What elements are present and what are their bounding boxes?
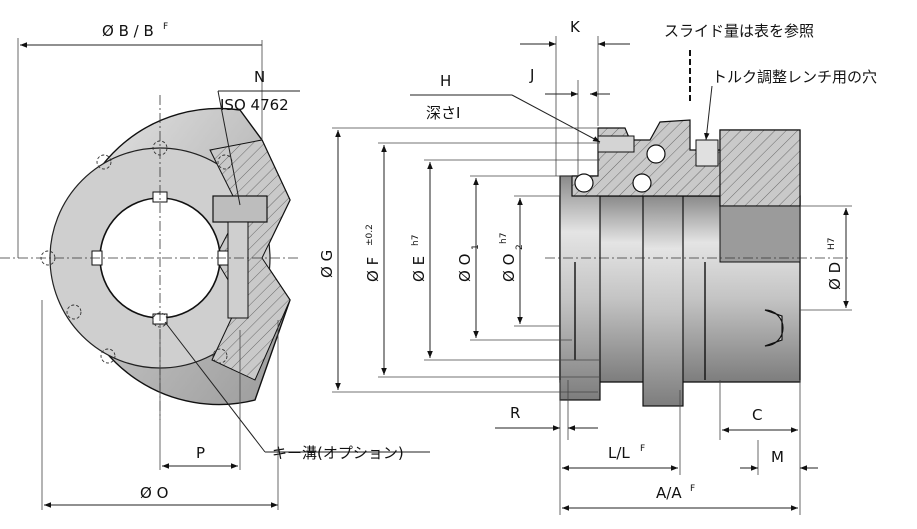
label-key-note: キー溝(オプション) <box>272 444 404 462</box>
label-n: N <box>254 68 265 86</box>
label-r: R <box>510 404 520 422</box>
shaft-bore <box>719 205 801 263</box>
label-depth: 深さI <box>426 104 460 122</box>
dim-c: C <box>719 380 801 440</box>
label-dia-o2: Ø O <box>500 254 518 282</box>
label-c: C <box>752 406 762 424</box>
dim-g: Ø G <box>318 127 598 393</box>
label-dia-d-tol: H7 <box>827 238 837 251</box>
dim-o2: Ø O 2 h7 <box>499 195 560 327</box>
label-m: M <box>771 448 784 466</box>
label-p: P <box>196 444 205 462</box>
label-dia-g: Ø G <box>318 250 336 278</box>
hub-keyhole <box>764 309 784 347</box>
label-dia-f-tol: ±0.2 <box>365 224 375 246</box>
dim-o1: Ø O 1 <box>456 175 572 341</box>
ball-1 <box>574 173 594 193</box>
hub-block <box>719 129 801 207</box>
label-slide-note: スライド量は表を参照 <box>664 22 814 40</box>
cap-screw-shank <box>227 221 249 319</box>
label-dia-o1: Ø O <box>456 254 474 282</box>
dim-d: Ø D H7 <box>800 205 852 311</box>
label-dia-d: Ø D <box>826 262 844 290</box>
label-dia-o2-sub: 2 <box>515 244 525 250</box>
torque-wrench-hole <box>695 139 719 167</box>
callout-h: H 深さI <box>410 72 601 143</box>
ball-2 <box>632 173 652 193</box>
dim-m: M <box>740 440 818 515</box>
label-dia-o: Ø O <box>140 484 168 502</box>
label-torque-note: トルク調整レンチ用の穴 <box>712 68 877 86</box>
label-l-sup: F <box>640 444 645 454</box>
label-a: A/A <box>656 484 682 502</box>
cap-screw-head <box>212 195 268 223</box>
label-dia-e: Ø E <box>410 256 428 282</box>
rim-ring-left <box>559 175 601 401</box>
label-k: K <box>570 18 581 36</box>
dim-p: P <box>159 330 241 470</box>
front-view <box>0 95 300 420</box>
dim-o: Ø O <box>41 300 279 510</box>
torque-note: トルク調整レンチ用の穴 <box>703 68 877 141</box>
dim-e: Ø E h7 <box>410 159 600 361</box>
key-note-callout: キー溝(オプション) <box>164 321 430 462</box>
label-h: H <box>440 72 451 90</box>
dim-f: Ø F ±0.2 <box>364 142 600 378</box>
dim-a: A/A F <box>562 484 798 511</box>
dim-l: L/L F <box>559 390 681 515</box>
label-dia-o1-sub: 1 <box>471 244 481 250</box>
dim-r: R <box>495 380 598 440</box>
label-iso: ISO 4762 <box>220 96 289 114</box>
label-dia-b: Ø B / B <box>102 22 154 40</box>
label-j: J <box>529 66 534 84</box>
rim-ring-groove <box>642 195 684 407</box>
ball-3 <box>646 144 666 164</box>
label-l: L/L <box>608 444 630 462</box>
label-dia-o2-tol: h7 <box>499 233 509 244</box>
label-dia-b-sup: F <box>163 22 168 32</box>
label-dia-e-tol: h7 <box>411 235 421 246</box>
label-a-sup: F <box>690 484 695 494</box>
adjust-screw <box>597 135 635 153</box>
label-dia-f: Ø F <box>364 257 382 282</box>
section-cut <box>209 139 291 381</box>
callout-n: N ISO 4762 <box>217 68 300 206</box>
side-view <box>545 119 850 407</box>
dim-b: Ø B / B F <box>17 22 263 258</box>
slide-note: スライド量は表を参照 <box>664 22 814 102</box>
